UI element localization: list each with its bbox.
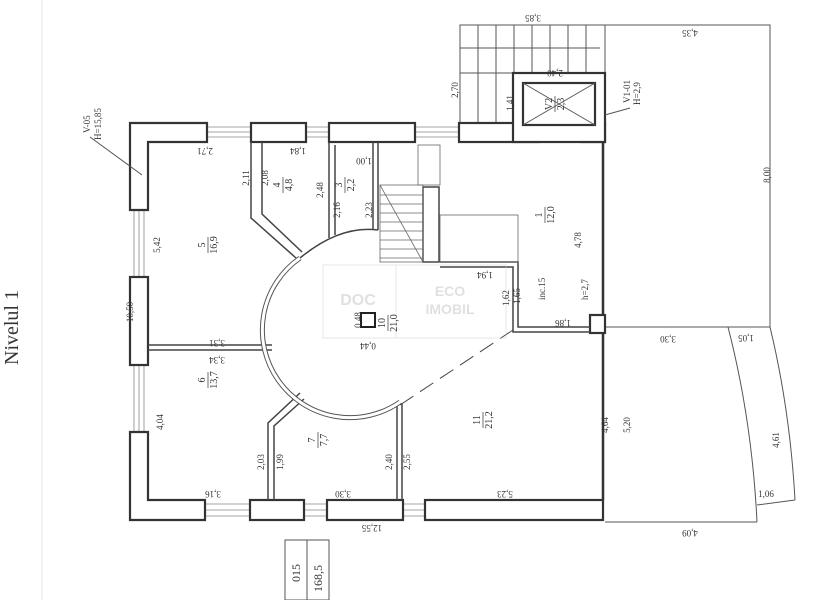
exterior-walls: [128, 121, 607, 522]
dimension-label: 2,70: [450, 82, 460, 98]
annotations: V-05 H=15,85 V1-01 H=2,9 inc.15 h=2,7: [82, 80, 642, 300]
dimension-label: 1,06: [758, 489, 774, 499]
dimension-label: 1,94: [477, 270, 493, 280]
dimension-label: 1,65: [512, 288, 522, 304]
room-area: 12,0: [546, 206, 557, 224]
room-area: 4,8: [284, 179, 295, 192]
room-number: V2: [544, 98, 555, 110]
room-number: 11: [472, 415, 483, 425]
dimension-label: 4,35: [682, 28, 698, 38]
interior-stairs: [379, 144, 519, 263]
dimension-label: 4,04: [155, 414, 165, 430]
room-area: 2,3: [556, 98, 567, 111]
dimension-label: 4,78: [573, 232, 583, 248]
table-total-area: 168,5: [311, 565, 325, 592]
dimension-label: 2,23: [364, 202, 374, 218]
dimension-label: 5,42: [152, 237, 162, 253]
dimension-label: 2,48: [315, 182, 325, 198]
dimension-label: 3,30: [660, 334, 676, 344]
dimension-label: 1,41: [505, 95, 515, 111]
dimension-label: 1,86: [555, 318, 571, 328]
dimension-label: 2,11: [241, 170, 251, 185]
room-number: 1: [534, 213, 545, 218]
column-pillar: [360, 312, 376, 328]
room-number: 4: [272, 183, 283, 188]
room-area: 16,9: [209, 236, 220, 254]
dimension-label: 4,64: [600, 417, 610, 433]
dimension-label: 1,05: [738, 333, 754, 343]
windows: [133, 126, 459, 517]
room-number: 10: [377, 318, 388, 328]
page-title: Nivelul 1: [1, 290, 23, 365]
room-area: 21,2: [484, 411, 495, 429]
dimension-label: 1,99: [275, 454, 285, 470]
table-code: 015: [289, 564, 303, 582]
room-number: 7: [307, 438, 318, 443]
dimension-label: 2,55: [402, 454, 412, 470]
dimension-label: 0,48: [353, 312, 363, 328]
dimension-labels: 3,85 4,35 2,70 2,40 1,41 8,00 2,71 1,84 1,00 2,11…: [125, 13, 781, 538]
dimension-label: 2,16: [332, 202, 342, 218]
dimension-label: 3,30: [335, 489, 351, 499]
elevator-shaft: [511, 71, 607, 144]
dimension-label: 5,23: [497, 489, 513, 499]
room-number: 6: [197, 378, 208, 383]
dimension-label: 1,84: [290, 146, 306, 156]
room-number: 5: [197, 243, 208, 248]
dimension-label: 2,71: [197, 146, 213, 156]
summary-table: 015 168,5: [284, 539, 330, 600]
dimension-label: 2,03: [256, 454, 266, 470]
dimension-label: 2,08: [260, 170, 270, 186]
watermark-brand-2: IMOBIL: [426, 301, 475, 317]
dimension-label: 4,09: [682, 528, 698, 538]
annotation-v05: V-05: [82, 115, 92, 133]
terrace-outline: [605, 24, 796, 523]
room-area: 21,0: [389, 314, 400, 332]
dimension-label: 8,00: [762, 167, 772, 183]
room-number: 3: [334, 183, 345, 188]
dimension-label: 12,55: [361, 523, 382, 533]
dimension-label: 3,31: [209, 338, 225, 348]
leader-line: [604, 107, 631, 116]
annotation-incline: inc.15: [537, 277, 547, 300]
annotation-ceiling-height: h=2,7: [580, 279, 590, 300]
dimension-label: 1,00: [356, 156, 372, 166]
dimension-label: 4,61: [771, 432, 781, 448]
watermark-logo: DOC: [340, 292, 376, 309]
dimension-label: 1,62: [501, 290, 511, 306]
dimension-label: 2,40: [547, 68, 563, 78]
annotation-v101: V1-01: [622, 80, 632, 103]
dimension-label: 5,20: [622, 417, 632, 433]
leader-line: [89, 136, 143, 176]
watermark-brand: ECO: [435, 283, 465, 299]
room-area: 13,7: [209, 371, 220, 389]
room-area: 7,7: [319, 434, 330, 447]
annotation-v101-height: H=2,9: [632, 82, 642, 105]
dimension-label: 2,40: [384, 454, 394, 470]
dimension-label: 3,34: [209, 355, 225, 365]
annotation-v05-height: H=15,85: [93, 108, 103, 140]
interior-walls: [148, 142, 590, 500]
dimension-label: 0,44: [360, 341, 376, 351]
dimension-label: 10,50: [125, 301, 135, 322]
watermark: DOC ECO IMOBIL: [322, 264, 507, 339]
dimension-label: 3,85: [525, 13, 541, 23]
dimension-label: 3,16: [205, 489, 221, 499]
room-area: 2,2: [346, 179, 357, 192]
